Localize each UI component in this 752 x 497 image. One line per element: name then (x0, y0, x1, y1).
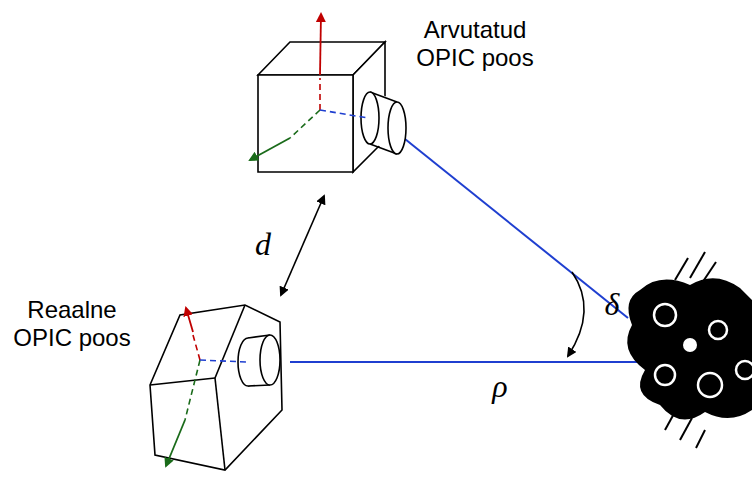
angle-symbol: δ (597, 286, 627, 323)
sight-line (400, 135, 628, 318)
angle-arc (568, 272, 584, 356)
distance-arrow (281, 196, 324, 295)
distance-symbol: d (248, 226, 278, 263)
axes (166, 308, 246, 466)
camera-cube (150, 305, 282, 470)
pose-label: Reaalne OPIC poos (2, 296, 142, 351)
range-symbol: ρ (485, 368, 515, 405)
camera-cube (258, 42, 406, 172)
asteroid (627, 252, 752, 448)
pose-label: Arvutatud OPIC poos (405, 16, 545, 71)
axes (250, 14, 368, 160)
